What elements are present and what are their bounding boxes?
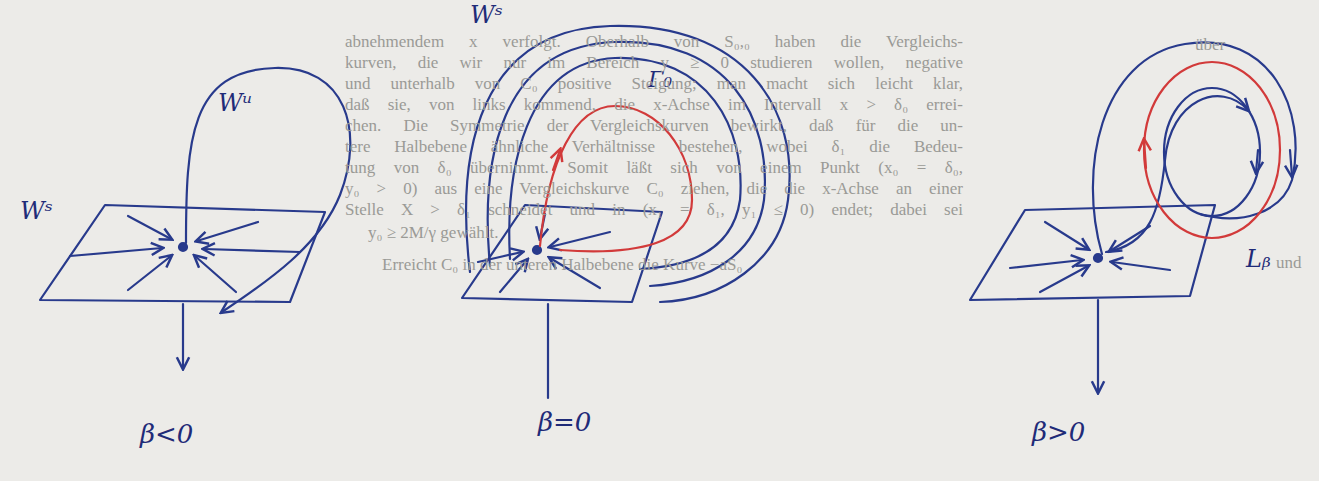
page-text: tere Halbebene ähnliche Verhältnisse bes…	[345, 138, 963, 157]
page-text: y₀ ≥ 2M/γ gewählt.	[368, 224, 498, 243]
stable-plane	[970, 205, 1215, 300]
stable-plane	[462, 205, 662, 302]
page-text: daß sie, von links kommend, die x-Achse …	[345, 96, 963, 115]
page-text: y₀ > 0) aus eine Vergleichskurve C₀ zieh…	[345, 180, 963, 199]
page-text: tung von δ₀ übernimmt. Somit läßt sich v…	[345, 159, 963, 178]
page-text: Stelle X > δ₁ schneidet und in (x₁ = δ₁,…	[345, 201, 963, 220]
manifold-label: Wˢ	[470, 2, 503, 28]
page-text: chen. Die Symmetrie der Vergleichskurven…	[345, 117, 963, 136]
page-text: und unterhalb von C₀ positive Steigung; …	[345, 75, 963, 94]
limit-cycle	[1144, 62, 1280, 238]
parameter-label: β=0	[538, 408, 591, 437]
manifold-label: Wᵘ	[218, 90, 252, 116]
parameter-label: β<0	[140, 420, 193, 449]
parameter-label: β>0	[1032, 418, 1085, 447]
manifold-label: Wˢ	[20, 198, 53, 224]
equilibrium	[179, 243, 187, 251]
page-text: kurven, die wir nur im Bereich y ≥ 0 stu…	[345, 54, 963, 73]
unstable-manifold	[186, 68, 350, 312]
page-text: Erreicht C₀ in der unteren Halbebene die…	[382, 256, 742, 275]
page-text: abnehmendem x verfolgt. Oberhalb von S₀,…	[345, 33, 963, 52]
stable-plane	[40, 205, 325, 302]
orbit	[1093, 42, 1296, 254]
page-text: und	[1276, 254, 1302, 273]
page-text: über	[1195, 36, 1225, 55]
cycle-label: Lᵦ	[1246, 246, 1271, 272]
